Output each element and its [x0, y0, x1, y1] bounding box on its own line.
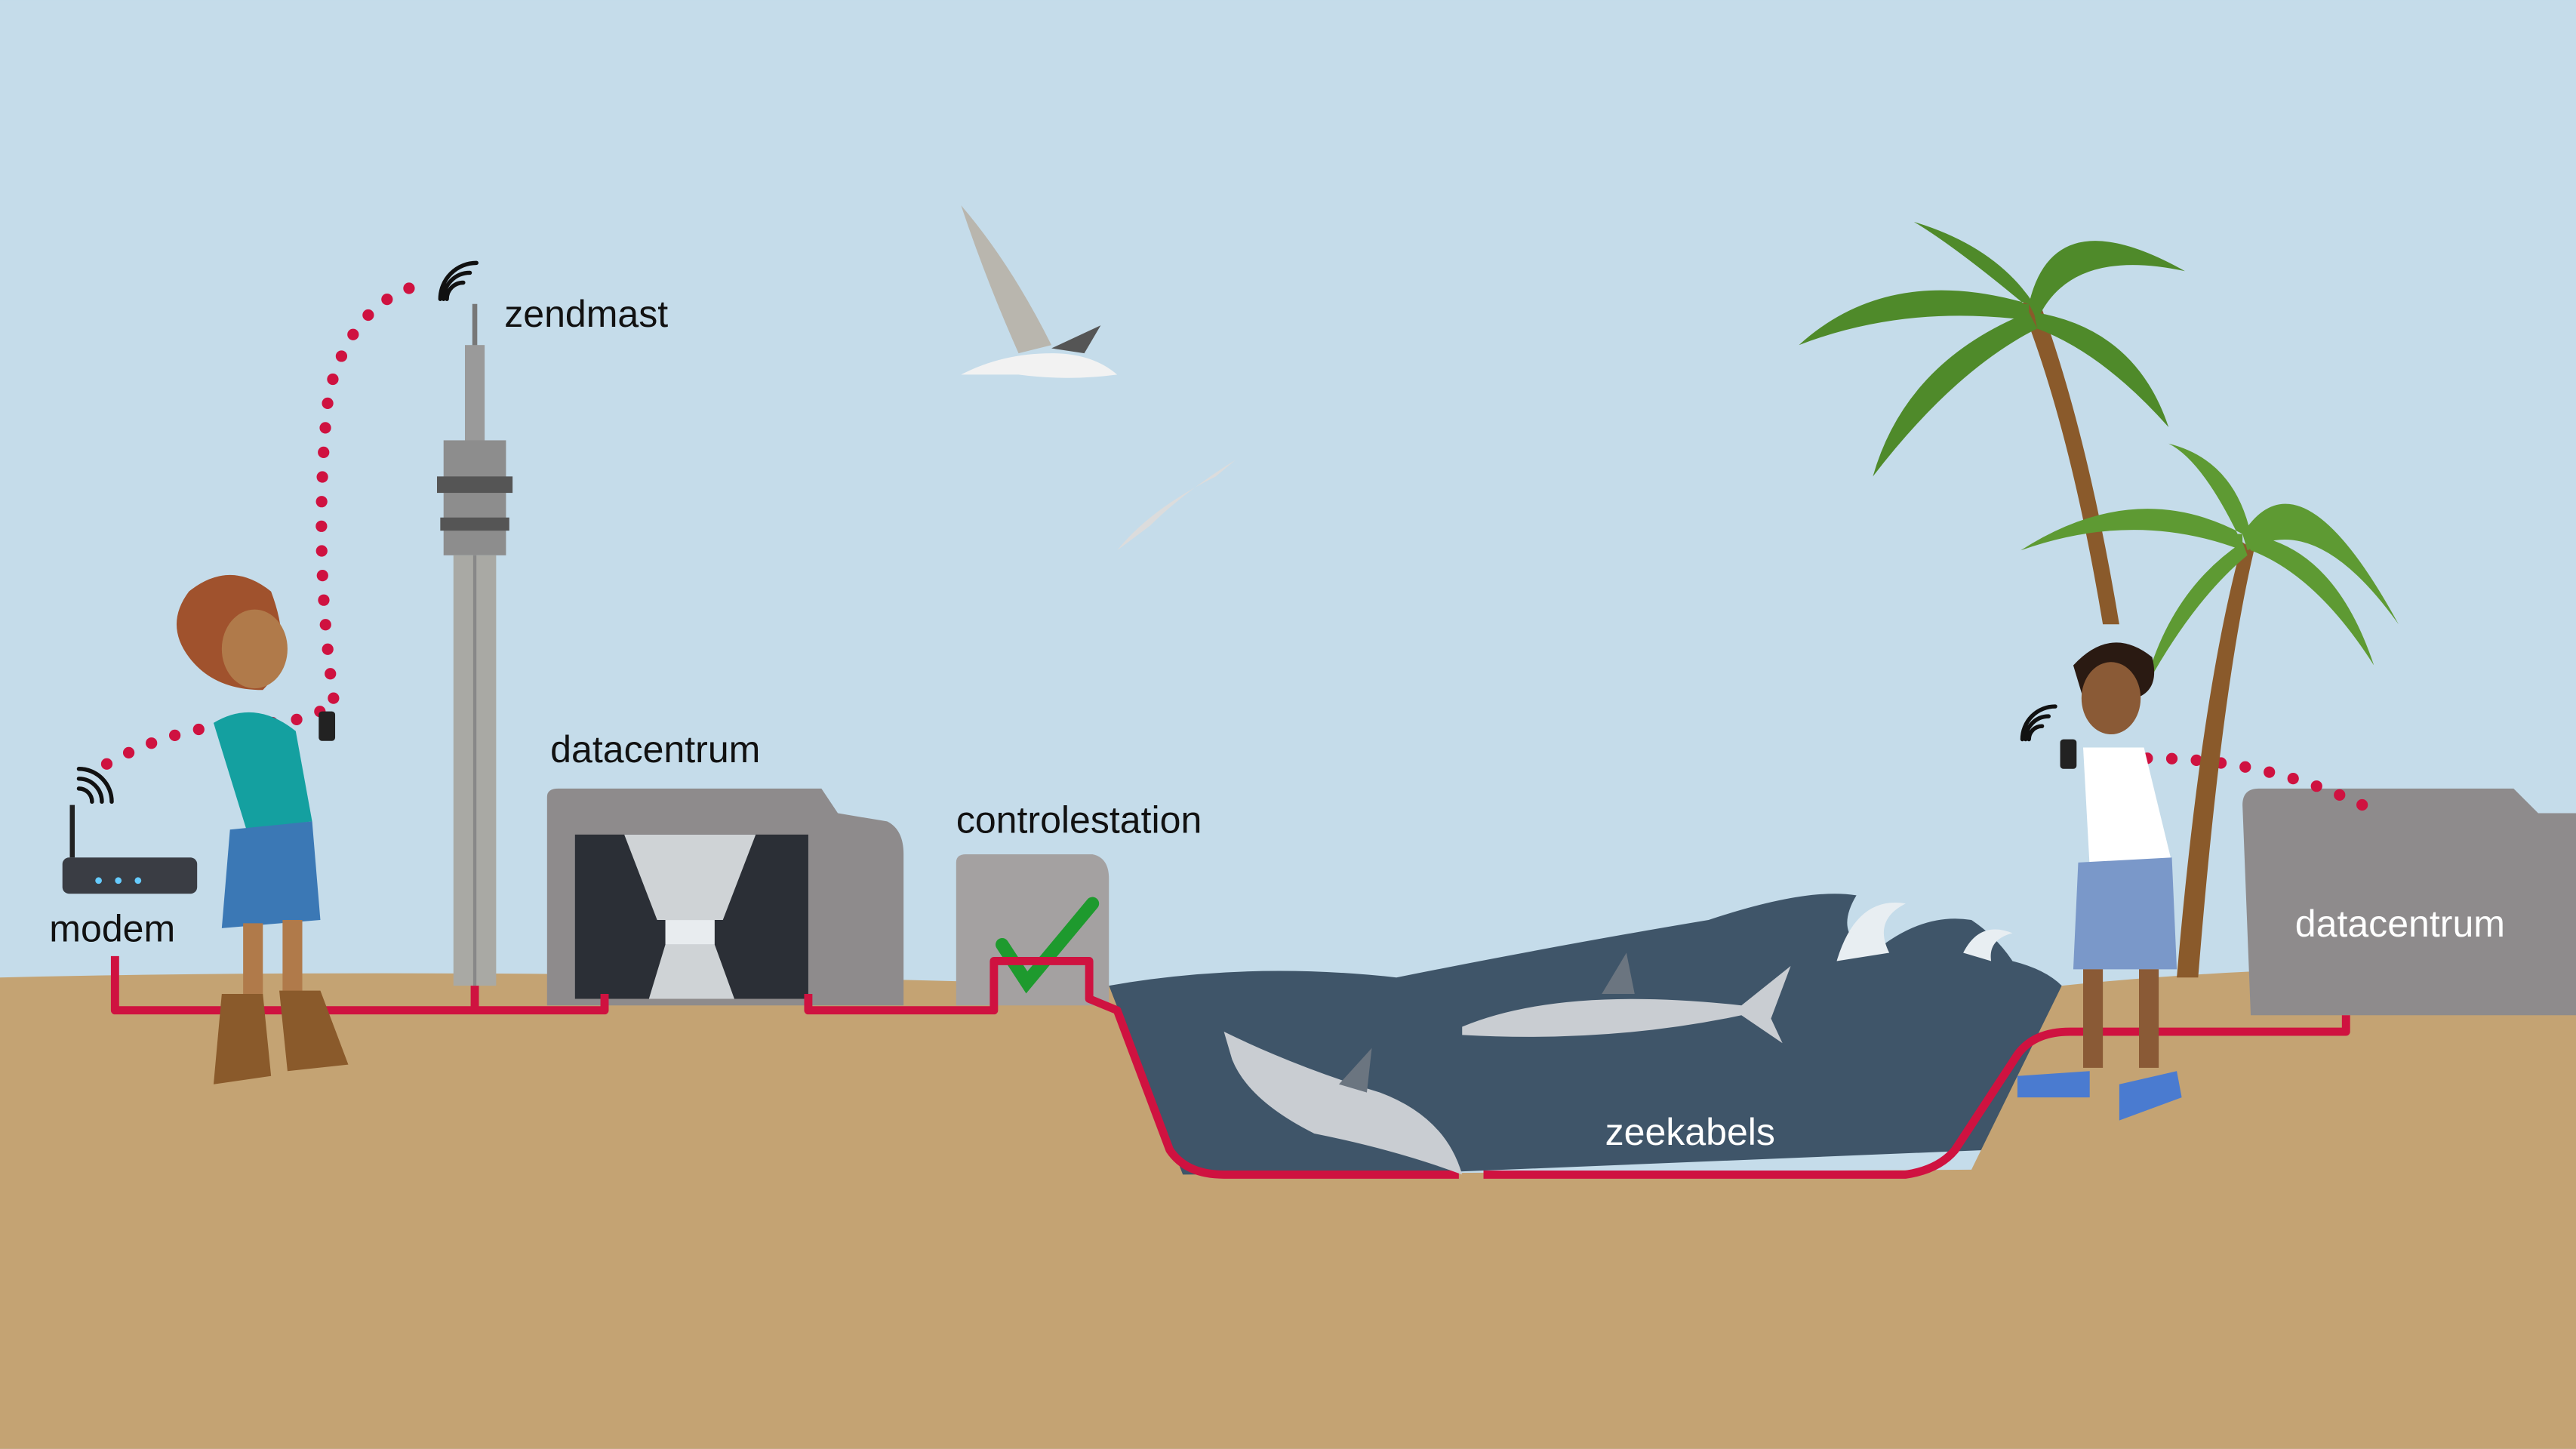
label-datacentrum-left: datacentrum [550, 728, 760, 771]
shark [1223, 952, 1791, 1175]
sand-ground [0, 967, 2576, 1449]
person-girl-with-phone [176, 574, 349, 1084]
cable-line [110, 955, 2350, 1179]
wifi-icon-tower [438, 260, 479, 301]
label-zeekabels: zeekabels [1605, 1111, 1775, 1153]
seagull [961, 205, 1236, 551]
phone-icon-right [2060, 739, 2077, 769]
label-controlestation: controlestation [956, 799, 1202, 841]
label-datacentrum-right: datacentrum [2295, 903, 2505, 945]
wifi-icon-modem [76, 767, 114, 804]
transmission-tower [436, 303, 513, 986]
wireless-link-phone-datacentrum [2116, 752, 2368, 811]
label-zendmast: zendmast [504, 293, 668, 335]
datacentrum-building-left [546, 788, 904, 1006]
palm-trees [1799, 221, 2399, 978]
datacentrum-building-right [2242, 788, 2576, 1016]
modem-device [62, 804, 198, 894]
person-boy-with-phone [2017, 642, 2182, 1121]
phone-icon [319, 711, 336, 741]
wifi-icon-phone-right [2020, 704, 2057, 742]
wave-crest [1836, 903, 2013, 961]
label-modem: modem [49, 907, 175, 949]
